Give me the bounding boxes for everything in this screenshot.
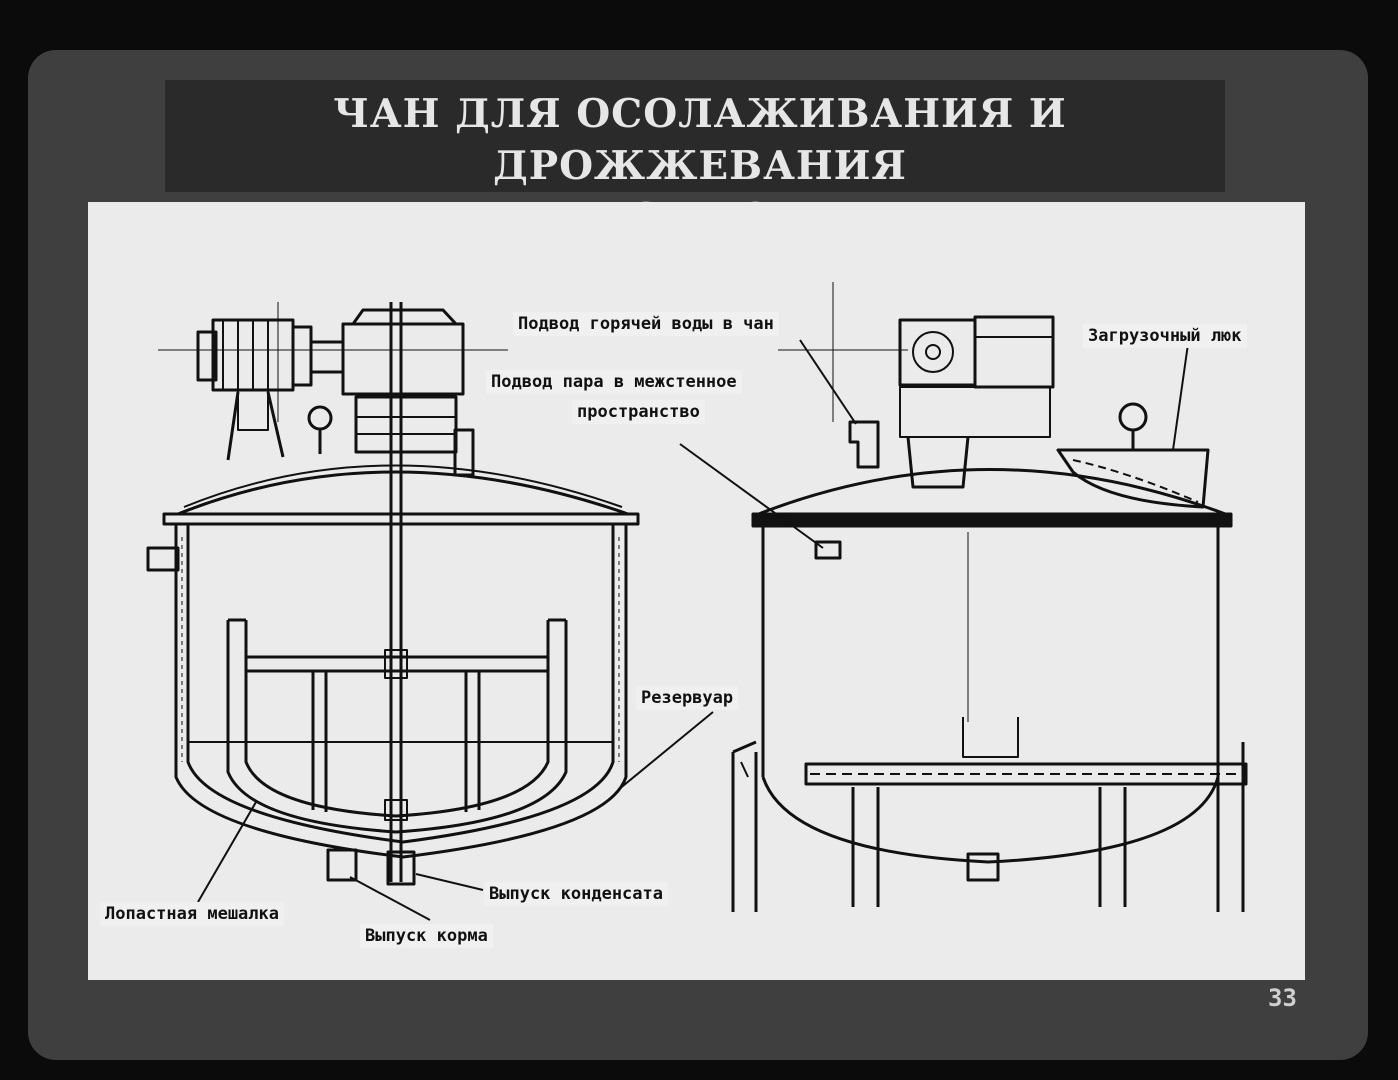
paddle-frame xyxy=(226,620,568,834)
label-feed-outlet: Выпуск корма xyxy=(360,924,493,948)
right-vat-lid xyxy=(755,468,1229,517)
right-gearbox xyxy=(973,315,1055,389)
loading-hatch xyxy=(1056,448,1210,509)
leader-loading-hatch xyxy=(1172,343,1189,451)
hot-water-pipe xyxy=(848,420,880,469)
right-vat-bottom xyxy=(761,776,1220,864)
title-band xyxy=(165,80,1225,192)
gearbox xyxy=(341,322,465,396)
label-loading-hatch: Загрузочный люк xyxy=(1083,324,1247,348)
vat-drawing xyxy=(146,282,1248,921)
leader-feed-outlet xyxy=(349,876,431,921)
label-steam-inlet-line2: пространство xyxy=(572,400,705,424)
condensate-outlet-pipe xyxy=(386,850,416,886)
feed-outlet-pipe xyxy=(326,848,358,882)
side-nozzle xyxy=(146,546,180,572)
right-vat-view xyxy=(731,282,1248,912)
vat-outer-wall xyxy=(174,524,628,859)
motor-stand xyxy=(226,391,285,461)
coupling xyxy=(309,340,345,374)
support-beam xyxy=(804,762,1248,786)
leader-hot-water xyxy=(799,339,857,425)
vat-inner-wall xyxy=(186,524,615,844)
steam-inlet xyxy=(814,540,842,560)
support-leg xyxy=(1098,787,1127,907)
vat-lid xyxy=(177,470,629,516)
label-paddle-mixer: Лопастная мешалка xyxy=(100,902,284,926)
motor-end-cap xyxy=(196,330,218,382)
leader-condensate xyxy=(415,873,484,891)
bottom-drain xyxy=(966,852,1000,882)
internal-trough xyxy=(962,717,1019,758)
motor-flange xyxy=(291,325,313,387)
label-reservoir: Резервуар xyxy=(636,686,739,710)
page-number: 33 xyxy=(1268,984,1297,1012)
label-condensate-outlet: Выпуск конденсата xyxy=(484,882,668,906)
drive-base xyxy=(906,436,970,489)
paddle-crossbar xyxy=(244,655,550,673)
leader-lines xyxy=(197,339,1189,921)
label-hot-water-inlet: Подвод горячей воды в чан xyxy=(513,312,779,336)
right-vat-body xyxy=(761,526,1220,777)
label-steam-inlet-line1: Подвод пара в межстенное xyxy=(486,370,742,394)
leader-steam xyxy=(679,443,824,549)
title-line-1: ЧАН ДЛЯ ОСОЛАЖИВАНИЯ И ДРОЖЖЕВАНИЯ xyxy=(333,91,1067,189)
hatch-eye xyxy=(1118,402,1148,432)
lifting-eye xyxy=(307,405,333,431)
leader-paddle-mixer xyxy=(197,801,257,903)
right-lid-flange xyxy=(751,512,1233,528)
support-leg xyxy=(731,740,758,912)
bearing-housing xyxy=(354,395,458,454)
left-vat-section xyxy=(146,302,640,886)
support-leg xyxy=(851,787,880,907)
support-leg xyxy=(1216,732,1245,912)
diagram-panel: Подвод горячей воды в чан Загрузочный лю… xyxy=(88,202,1305,980)
leader-reservoir xyxy=(617,711,714,791)
right-motor xyxy=(898,318,977,387)
